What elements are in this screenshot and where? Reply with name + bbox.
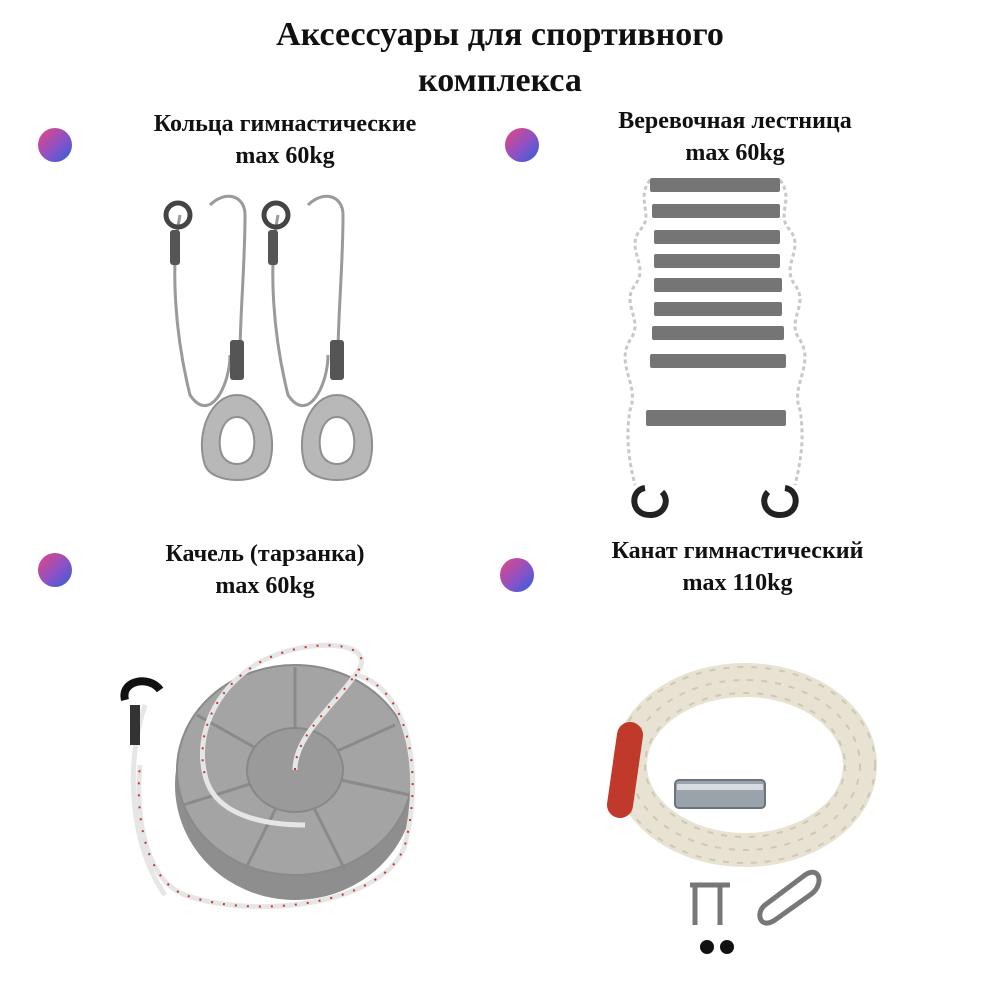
bullet-dot — [505, 128, 539, 162]
bullet-dot — [38, 128, 72, 162]
gymnastic-rings-icon — [163, 194, 374, 481]
item-label: Веревочная лестница max 60kg — [560, 105, 910, 169]
rope-ladder-icon — [623, 178, 807, 519]
title-line-2: комплекса — [418, 62, 582, 99]
item-name: Кольца гимнастические — [153, 111, 417, 137]
climbing-rope-icon — [607, 663, 877, 954]
item-capacity: max 60kg — [685, 140, 785, 166]
item-capacity: max 60kg — [215, 573, 315, 599]
item-name: Качель (тарзанка) — [165, 541, 365, 567]
item-name: Веревочная лестница — [618, 108, 852, 134]
item-capacity: max 60kg — [235, 143, 335, 169]
bullet-dot — [500, 558, 534, 592]
item-label: Качель (тарзанка) max 60kg — [100, 538, 430, 602]
bullet-dot — [38, 553, 72, 587]
item-label: Кольца гимнастические max 60kg — [100, 108, 470, 172]
disc-swing-icon — [120, 642, 416, 910]
page-title: Аксессуары для спортивного комплекса — [0, 12, 1000, 104]
item-name: Канат гимнастический — [611, 538, 864, 564]
item-capacity: max 110kg — [682, 570, 793, 596]
title-line-1: Аксессуары для спортивного — [276, 16, 724, 53]
item-label: Канат гимнастический max 110kg — [565, 535, 910, 599]
